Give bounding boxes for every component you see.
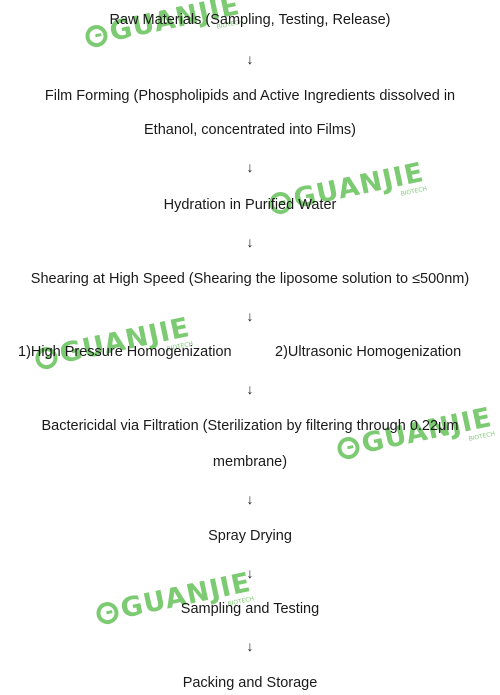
step-film-forming-line2: Ethanol, concentrated into Films) — [144, 122, 356, 138]
flow-arrow: ↓ — [246, 234, 254, 250]
flow-arrow: ↓ — [246, 638, 254, 654]
flow-arrow: ↓ — [246, 565, 254, 581]
step-raw-materials: Raw Materials (Sampling, Testing, Releas… — [109, 12, 391, 28]
flow-arrow: ↓ — [246, 159, 254, 175]
flow-arrow: ↓ — [246, 308, 254, 324]
step-homogenization-high-pressure: 1)High Pressure Homogenization — [18, 344, 232, 360]
step-hydration: Hydration in Purified Water — [163, 197, 337, 213]
flow-arrow: ↓ — [246, 381, 254, 397]
step-film-forming-line1: Film Forming (Phospholipids and Active I… — [44, 88, 456, 104]
step-homogenization-ultrasonic: 2)Ultrasonic Homogenization — [275, 344, 462, 360]
step-spray-drying: Spray Drying — [208, 528, 292, 544]
step-bactericidal-filtration-line2: membrane) — [212, 454, 288, 470]
step-packing-storage: Packing and Storage — [182, 675, 318, 691]
flow-arrow: ↓ — [246, 51, 254, 67]
step-shearing: Shearing at High Speed (Shearing the lip… — [30, 271, 470, 287]
step-bactericidal-filtration-line1: Bactericidal via Filtration (Sterilizati… — [41, 418, 459, 434]
flow-arrow: ↓ — [246, 491, 254, 507]
step-sampling-testing: Sampling and Testing — [180, 601, 320, 617]
